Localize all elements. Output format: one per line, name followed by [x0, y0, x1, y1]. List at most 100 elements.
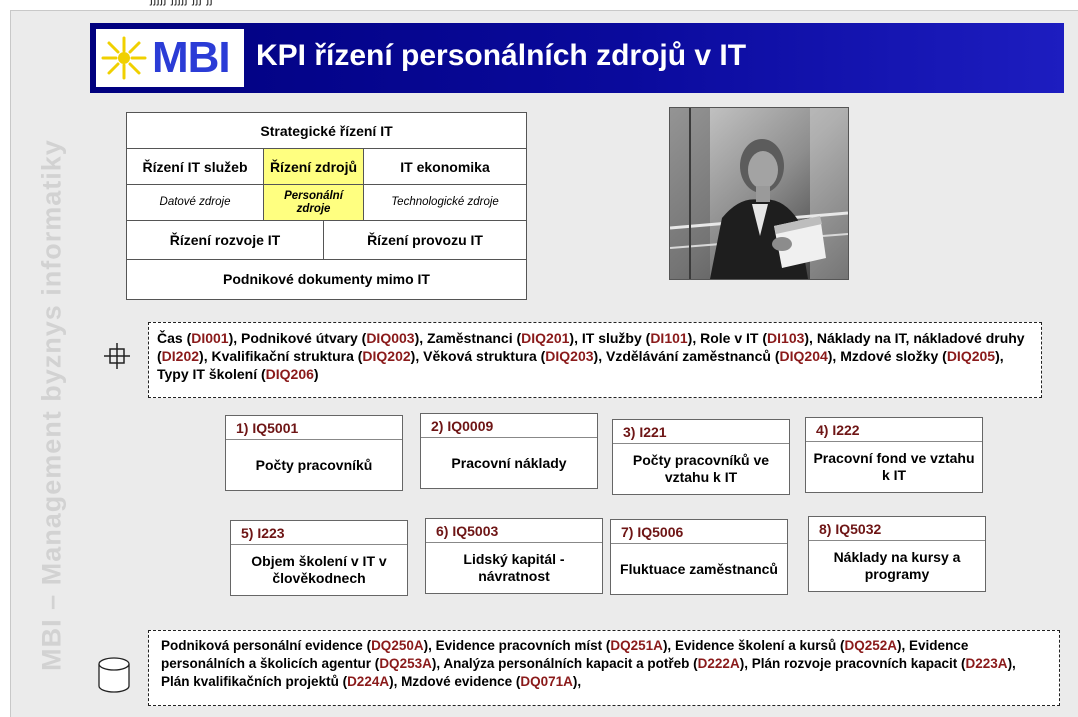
kpi-id: 2) IQ0009	[421, 414, 597, 438]
entity-item: IT služby (DI101),	[582, 330, 700, 346]
entity-item-code: DIQ206	[265, 366, 314, 382]
kpi-id: 4) I222	[806, 418, 982, 442]
source-item-code: DQ071A	[520, 674, 573, 689]
matrix-economics: IT ekonomika	[362, 148, 528, 186]
source-item-label: Plán rozvoje pracovních kapacit (	[751, 656, 966, 671]
page-title: KPI řízení personálních zdrojů v IT	[256, 39, 747, 72]
kpi-name: Lidský kapitál - návratnost	[463, 551, 565, 584]
entity-item-code: DIQ202	[362, 348, 411, 364]
kpi-id: 1) IQ5001	[226, 416, 402, 440]
source-item-label: Mzdové evidence (	[401, 674, 521, 689]
sun-logo-icon	[101, 36, 147, 80]
source-item-label: Evidence pracovních míst (	[435, 638, 611, 653]
entity-item-tail: ),	[827, 348, 841, 364]
top-edge-fragment: jjjjj jjjjj jjj jj	[0, 0, 1078, 10]
matrix-strategic: Strategické řízení IT	[125, 111, 528, 150]
kpi-id: 6) IQ5003	[426, 519, 602, 543]
source-item: Analýza personálních kapacit a potřeb (D…	[443, 656, 751, 671]
entity-item: Podnikové útvary (DIQ003),	[241, 330, 427, 346]
source-item: Plán kvalifikačních projektů (D224A),	[161, 674, 401, 689]
entity-item-label: IT služby (	[581, 330, 651, 346]
crosshair-icon	[104, 343, 130, 369]
matrix-data-resources: Datové zdroje	[126, 184, 264, 222]
sources-box: Podniková personální evidence (DQ250A), …	[148, 630, 1060, 706]
entity-item-tail: )	[313, 366, 319, 382]
entity-item: Zaměstnanci (DIQ201),	[427, 330, 582, 346]
matrix-technology-resources: Technologické zdroje	[362, 184, 528, 222]
entities-box: Čas (DI001), Podnikové útvary (DIQ003), …	[148, 322, 1042, 398]
businesswoman-photo	[669, 107, 849, 280]
source-item: Podniková personální evidence (DQ250A),	[161, 638, 436, 653]
entity-item-tail: ),	[414, 330, 428, 346]
entity-item-code: DIQ205	[946, 348, 996, 364]
kpi-card-8: 8) IQ5032 Náklady na kursy a programy	[808, 516, 986, 592]
entity-item-label: Věková struktura (	[423, 348, 546, 364]
source-item-code: DQ253A	[379, 656, 432, 671]
source-item-code: DQ251A	[610, 638, 663, 653]
source-item-code: D222A	[697, 656, 740, 671]
kpi-card-3: 3) I221 Počty pracovníků ve vztahu k IT	[612, 419, 790, 495]
source-item-tail: ),	[431, 656, 444, 671]
source-item-tail: ),	[389, 674, 402, 689]
source-item: Evidence školení a kursů (DQ252A),	[675, 638, 909, 653]
matrix-development: Řízení rozvoje IT	[126, 220, 324, 260]
it-management-matrix: Strategické řízení IT Řízení IT služeb Ř…	[125, 111, 528, 301]
source-item-tail: ),	[739, 656, 752, 671]
entity-item-tail: ),	[228, 330, 242, 346]
source-item: Evidence personálních a školicích agentu…	[161, 638, 968, 671]
side-label-strip: MBI – Management byznys informatiky	[28, 110, 76, 700]
slide-header: MBI KPI řízení personálních zdrojů v IT	[90, 23, 1064, 93]
kpi-card-4: 4) I222 Pracovní fond ve vztahu k IT	[805, 417, 983, 493]
entity-item-tail: ),	[199, 348, 212, 364]
entity-item-code: DIQ203	[545, 348, 594, 364]
source-item-tail: ),	[897, 638, 910, 653]
entity-item-code: DI001	[191, 330, 229, 346]
entity-item-tail: ),	[569, 330, 582, 346]
entity-item-label: Typy IT školení (	[157, 366, 266, 382]
entity-item-label: Mzdové složky (	[840, 348, 947, 364]
matrix-resources: Řízení zdrojů	[263, 148, 364, 186]
kpi-card-6: 6) IQ5003 Lidský kapitál - návratnost	[425, 518, 603, 594]
logo-text: MBI	[152, 33, 231, 82]
entity-item-tail: ),	[995, 348, 1004, 364]
photo-illustration	[669, 108, 849, 279]
entity-item-tail: ),	[593, 348, 606, 364]
entity-item-tail: ),	[687, 330, 701, 346]
matrix-operations: Řízení provozu IT	[322, 220, 528, 260]
matrix-personnel-resources: Personální zdroje	[263, 184, 364, 222]
entity-item-tail: ),	[804, 330, 817, 346]
kpi-id: 8) IQ5032	[809, 517, 985, 541]
kpi-id: 5) I223	[231, 521, 407, 545]
source-item-label: Plán kvalifikačních projektů (	[161, 674, 348, 689]
entity-item-label: Čas (	[157, 330, 192, 346]
kpi-name: Náklady na kursy a programy	[833, 549, 961, 582]
source-item: Mzdové evidence (DQ071A),	[401, 674, 581, 689]
entity-item-code: DIQ003	[366, 330, 415, 346]
entity-item: Čas (DI001),	[157, 330, 241, 346]
entity-item: Kvalifikační struktura (DIQ202),	[211, 348, 423, 364]
kpi-name: Počty pracovníků ve vztahu k IT	[632, 452, 770, 485]
kpi-name: Počty pracovníků	[255, 456, 373, 473]
source-item: Plán rozvoje pracovních kapacit (D223A),	[752, 656, 1016, 671]
source-item-tail: ),	[423, 638, 436, 653]
entity-item: Vzdělávání zaměstnanců (DIQ204),	[606, 348, 840, 364]
kpi-card-2: 2) IQ0009 Pracovní náklady	[420, 413, 598, 489]
entity-item: Náklady na IT, nákladové druhy (DI202),	[157, 330, 1025, 364]
kpi-card-7: 7) IQ5006 Fluktuace zaměstnanců	[610, 519, 788, 595]
kpi-name: Pracovní náklady	[451, 454, 567, 471]
source-item-label: Podniková personální evidence (	[161, 638, 372, 653]
entity-item: Věková struktura (DIQ203),	[423, 348, 606, 364]
side-label: MBI – Management byznys informatiky	[36, 139, 67, 671]
entity-item-code: DIQ201	[521, 330, 570, 346]
source-item-tail: ),	[662, 638, 675, 653]
entity-item-label: Podnikové útvary (	[241, 330, 367, 346]
source-item-tail: ),	[572, 674, 582, 689]
source-item-label: Evidence personálních a školicích agentu…	[161, 638, 969, 671]
source-item-label: Evidence školení a kursů (	[674, 638, 845, 653]
entity-item-label: Náklady na IT, nákladové druhy (	[157, 330, 1025, 364]
entity-item-label: Vzdělávání zaměstnanců (	[606, 348, 780, 364]
entity-item-code: DI101	[650, 330, 688, 346]
entity-item-label: Role v IT (	[700, 330, 768, 346]
source-item-label: Analýza personálních kapacit a potřeb (	[443, 656, 698, 671]
entity-item-tail: ),	[410, 348, 424, 364]
